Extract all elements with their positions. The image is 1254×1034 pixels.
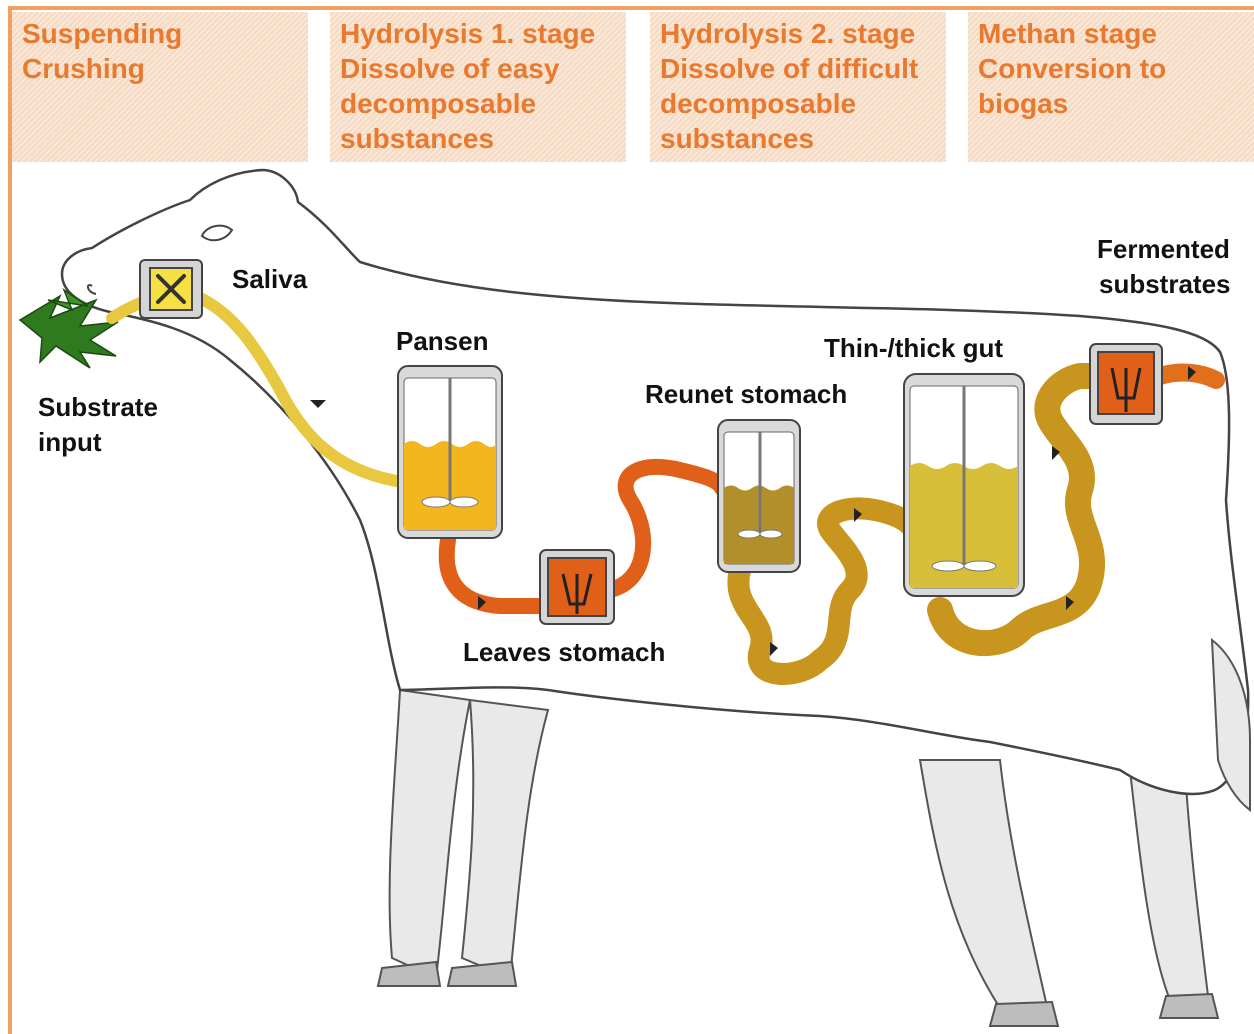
- stage-box-suspending: Suspending Crushing: [12, 12, 308, 162]
- pansen-label: Pansen: [396, 324, 489, 359]
- stage-text: Crushing: [22, 51, 308, 86]
- substrate-input-label-line1: Substrate: [38, 390, 158, 425]
- stage-box-hydrolysis-1: Hydrolysis 1. stage Dissolve of easy dec…: [330, 12, 626, 162]
- stage-box-hydrolysis-2: Hydrolysis 2. stage Dissolve of difficul…: [650, 12, 946, 162]
- leaves-stomach-label: Leaves stomach: [463, 635, 665, 670]
- reunet-tank: [718, 420, 800, 572]
- stage-text: Hydrolysis 1. stage: [340, 16, 626, 51]
- cow-hooves: [378, 962, 1218, 1026]
- gut-label: Thin-/thick gut: [824, 331, 1003, 366]
- stage-text: substances: [660, 121, 946, 156]
- stage-text: Dissolve of difficult: [660, 51, 946, 86]
- fermented-substrates-label-line2: substrates: [1099, 267, 1231, 302]
- stage-text: Methan stage: [978, 16, 1254, 51]
- stage-text: Dissolve of easy: [340, 51, 626, 86]
- leaves-stomach-box: [540, 550, 614, 624]
- stage-text: biogas: [978, 86, 1254, 121]
- crusher-box: [140, 260, 202, 318]
- methane-outlet-box: [1090, 344, 1162, 424]
- stage-box-methan: Methan stage Conversion to biogas: [968, 12, 1254, 162]
- stage-text: Hydrolysis 2. stage: [660, 16, 946, 51]
- stage-text: substances: [340, 121, 626, 156]
- saliva-label: Saliva: [232, 262, 307, 297]
- substrate-input-label-line2: input: [38, 425, 102, 460]
- stage-text: Conversion to: [978, 51, 1254, 86]
- gut-tank: [904, 374, 1024, 596]
- pansen-tank: [398, 366, 502, 538]
- stage-text: decomposable: [660, 86, 946, 121]
- reunet-stomach-label: Reunet stomach: [645, 377, 847, 412]
- stage-text: Suspending: [22, 16, 308, 51]
- stage-text: decomposable: [340, 86, 626, 121]
- fermented-substrates-label-line1: Fermented: [1097, 232, 1230, 267]
